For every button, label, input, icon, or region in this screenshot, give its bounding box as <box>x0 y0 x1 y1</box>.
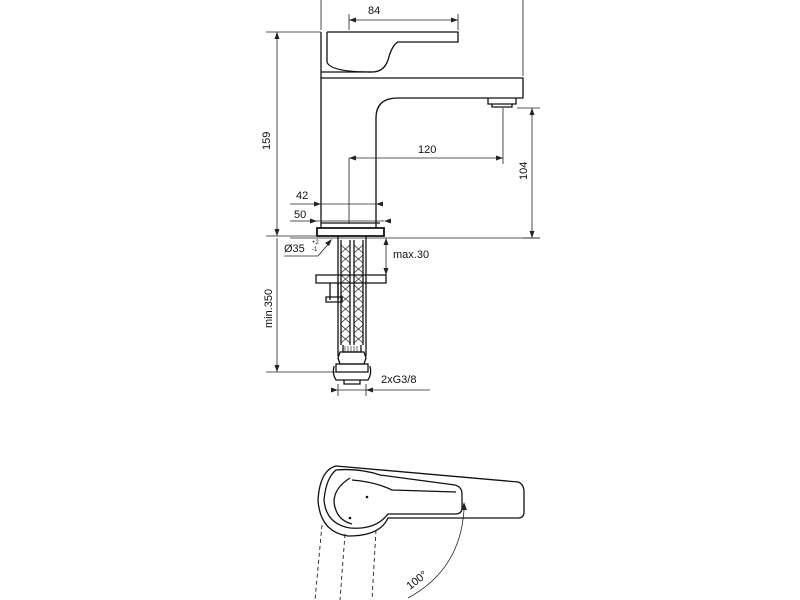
dim-104: 104 <box>518 162 530 180</box>
dim-connection: 2xG3/8 <box>381 374 416 386</box>
dim-50: 50 <box>294 209 306 221</box>
dim-84: 84 <box>368 5 380 17</box>
dim-hole-tol-plus: +2 <box>312 240 320 246</box>
dim-min-350: min.350 <box>263 289 275 328</box>
dim-hole-diameter: Ø35 <box>284 243 305 255</box>
dim-max-30: max.30 <box>393 249 429 261</box>
faucet-side-view <box>290 31 540 385</box>
faucet-top-view <box>314 465 525 600</box>
dim-159: 159 <box>261 132 273 150</box>
flexible-hoses <box>340 240 364 345</box>
dim-120: 120 <box>418 144 436 156</box>
dimension-lines <box>266 0 540 396</box>
dim-42: 42 <box>296 190 308 202</box>
dim-rotation: 100° <box>404 569 429 592</box>
dim-hole-tol-minus: -1 <box>312 247 318 253</box>
